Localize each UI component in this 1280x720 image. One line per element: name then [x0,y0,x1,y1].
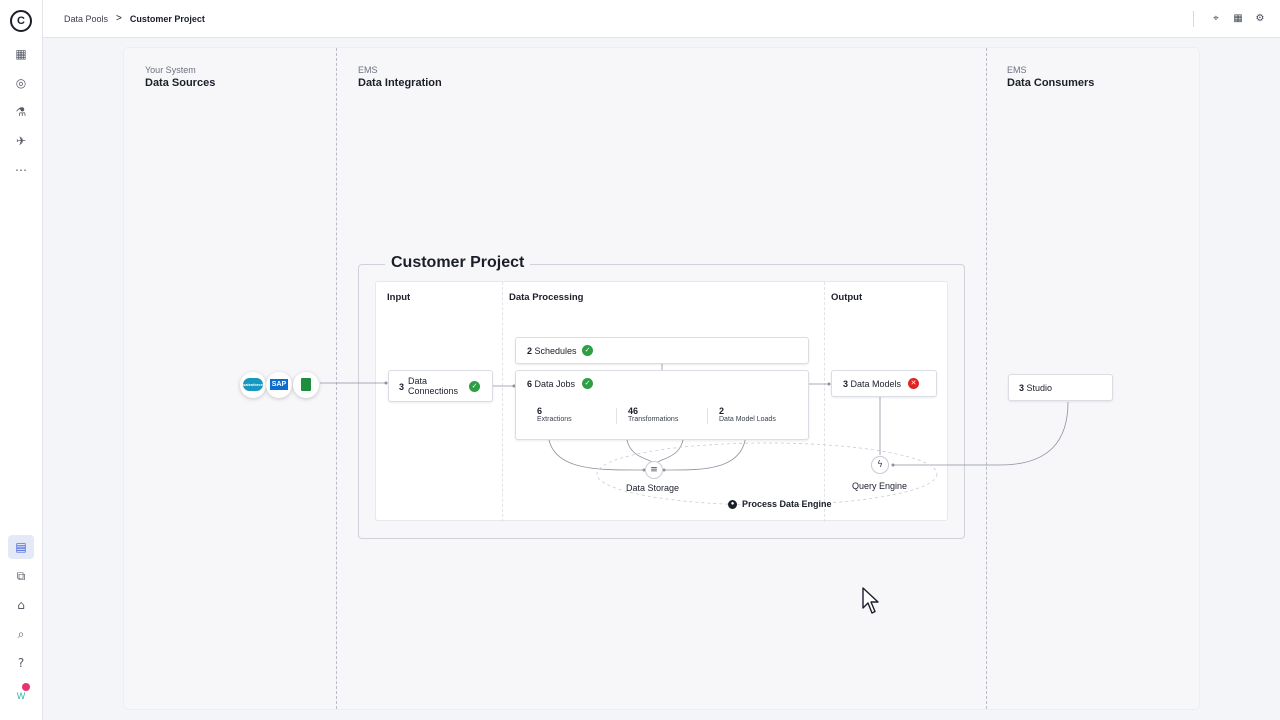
schedules-text: 2 Schedules [527,346,577,356]
column-title: Data Integration [358,77,442,89]
models-text: 3 Data Models [843,379,901,389]
marketplace-icon[interactable]: ⌂ [17,598,25,612]
stat-extractions[interactable]: 6 Extractions [537,406,572,423]
query-engine-label: Query Engine [852,481,908,491]
section-input: Input [387,292,411,303]
app-logo[interactable]: C [10,10,32,32]
column-divider [336,48,337,709]
connections-label-line1: Data [408,376,428,386]
sources-column-header: Your System Data Sources [145,65,215,89]
stat-model-loads[interactable]: 2 Data Model Loads [719,406,776,423]
column-subtitle: EMS [358,65,378,75]
models-count: 3 [843,379,849,389]
settings-icon[interactable]: ⚙ [1255,13,1265,24]
section-divider [502,282,503,522]
status-ok-icon: ✓ [582,378,593,389]
left-rail: C ▦ ◎ ⚗ ✈ ⋯ ▤ ⧉ ⌂ ⌕ ? W [0,0,43,720]
table-icon[interactable]: ▦ [1233,13,1243,24]
consumers-column-header: EMS Data Consumers [1007,65,1094,89]
studio-count: 3 [1019,383,1025,393]
models-label: Data Models [850,379,902,389]
data-pools-icon[interactable]: ▤ [8,535,34,559]
schedules-count: 2 [527,346,533,356]
salesforce-source-icon[interactable]: salesforce [240,372,266,398]
studio-label: Studio [1026,383,1053,393]
data-storage-label: Data Storage [626,483,680,493]
query-engine-icon[interactable]: ϟ [871,456,889,474]
mouse-cursor-icon [862,587,879,614]
column-title: Data Sources [145,77,216,89]
jobs-label: Data Jobs [534,379,576,389]
breadcrumb-parent[interactable]: Data Pools [64,13,109,24]
integration-icon[interactable]: ⧉ [16,569,26,583]
studio-card[interactable]: 3 Studio [1008,374,1113,401]
help-icon[interactable]: ? [17,656,25,670]
stat-value: 2 [719,406,725,416]
sheets-logo [301,377,311,391]
column-divider [986,48,987,709]
process-data-engine: ● Process Data Engine [728,499,832,509]
sap-source-icon[interactable]: SAP [266,372,292,398]
studio-text: 3 Studio [1019,383,1052,393]
breadcrumb-separator: > [116,13,122,24]
column-title: Data Consumers [1007,77,1095,89]
connections-count: 3 [399,382,405,392]
project-title[interactable]: Customer Project [385,254,531,272]
engine-label-text: Process Data Engine [742,499,832,509]
connections-label: Data Connections [408,376,458,396]
column-subtitle: Your System [145,65,196,75]
section-divider [824,282,825,522]
stat-divider [707,408,708,424]
flask-icon[interactable]: ⚗ [15,105,27,119]
top-bar: Data Pools > Customer Project ⌖ ▦ ⚙ [43,0,1280,38]
section-processing: Data Processing [509,292,584,303]
avatar[interactable]: W [16,691,26,701]
salesforce-logo: salesforce [243,377,263,391]
breadcrumb-current: Customer Project [129,13,205,24]
divider [1193,11,1194,27]
sheets-source-icon[interactable] [293,372,319,398]
database-icon[interactable]: ≡ [645,461,663,479]
compass-icon[interactable]: ◎ [15,76,27,90]
status-ok-icon: ✓ [469,381,480,392]
stat-value: 6 [537,406,543,416]
status-ok-icon: ✓ [582,345,593,356]
schedules-card[interactable]: 2 Schedules ✓ [515,337,809,364]
data-models-card[interactable]: 3 Data Models ✕ [831,370,937,397]
stat-transformations[interactable]: 46 Transformations [628,406,678,423]
engine-icon: ● [728,499,737,509]
breadcrumb: Data Pools > Customer Project [64,13,205,24]
more-icon[interactable]: ⋯ [15,163,27,177]
apps-grid-icon[interactable]: ▦ [15,47,27,61]
stat-label: Transformations [628,416,679,423]
schedules-label: Schedules [534,346,577,356]
column-subtitle: EMS [1007,65,1027,75]
search-icon[interactable]: ⌕ [17,627,25,641]
data-jobs-card[interactable]: 6 Data Jobs ✓ 6 Extractions 46 Transform… [515,370,809,440]
data-connections-card[interactable]: 3 Data Connections ✓ [388,370,493,402]
stat-label: Extractions [537,416,572,423]
section-output: Output [831,292,863,303]
stat-divider [616,408,617,424]
status-error-icon: ✕ [908,378,919,389]
sap-logo: SAP [269,378,289,390]
connections-label-line2: Connections [408,386,459,396]
stat-label: Data Model Loads [719,416,776,423]
stat-value: 46 [628,406,639,416]
notification-dot [22,683,30,691]
integration-column-header: EMS Data Integration [358,65,442,89]
tag-icon[interactable]: ⌖ [1213,13,1219,24]
rocket-icon[interactable]: ✈ [15,134,27,148]
jobs-text: 6 Data Jobs [527,379,575,389]
top-actions: ⌖ ▦ ⚙ [1193,11,1266,27]
jobs-count: 6 [527,379,533,389]
